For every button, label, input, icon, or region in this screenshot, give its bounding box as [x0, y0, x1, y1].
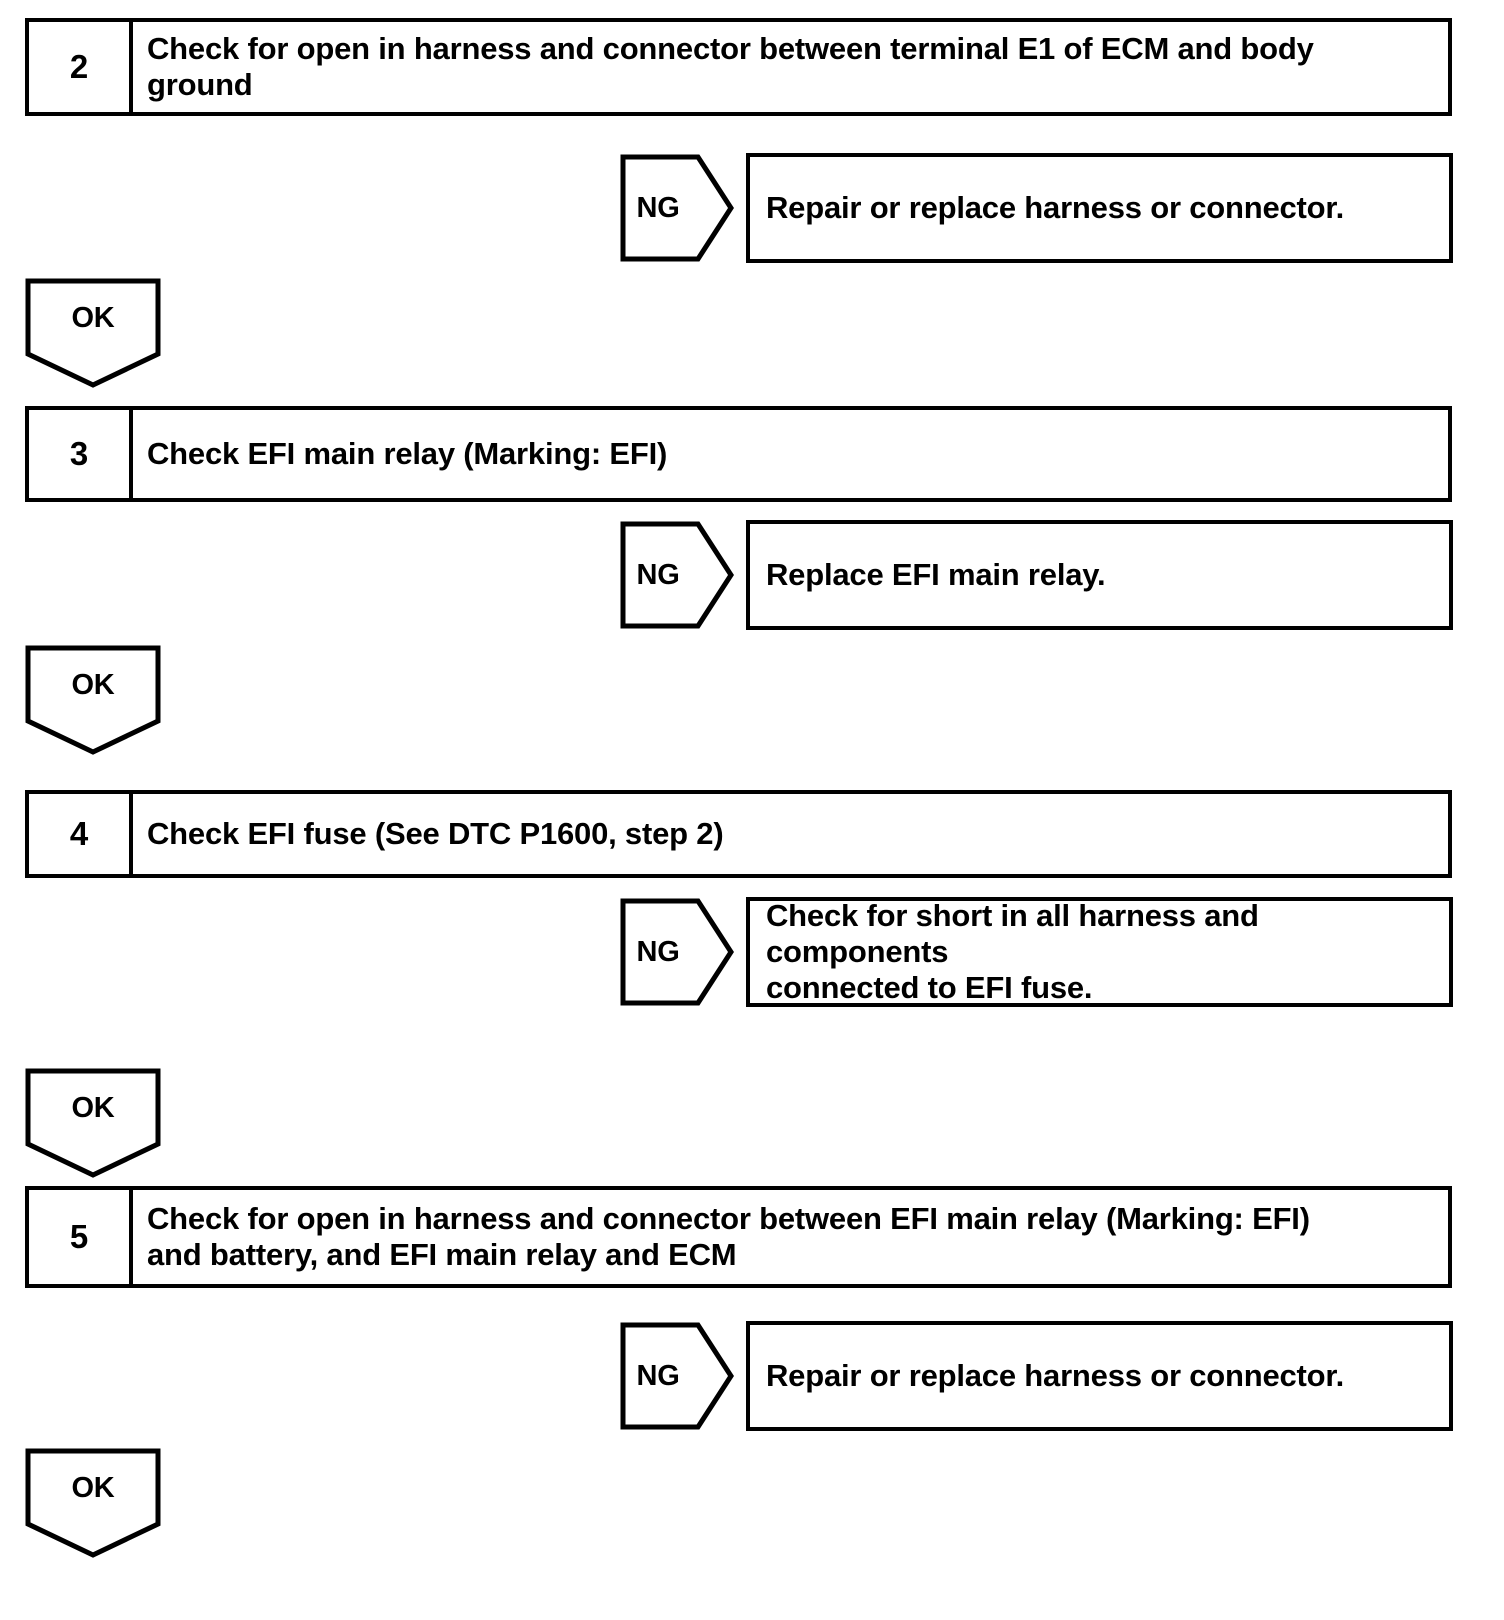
step-box-2[interactable]: 2 Check for open in harness and connecto… [25, 18, 1452, 116]
ng-result-box-5[interactable]: Repair or replace harness or connector. [746, 1321, 1453, 1431]
step-number-2: 2 [29, 22, 133, 112]
step-number-5: 5 [29, 1190, 133, 1284]
ok-chevron-2: OK [25, 278, 161, 388]
ng-result-box-2[interactable]: Repair or replace harness or connector. [746, 153, 1453, 263]
ng-result-box-3[interactable]: Replace EFI main relay. [746, 520, 1453, 630]
ng-result-text-4: Check for short in all harness and compo… [766, 898, 1259, 1005]
ng-label-2: NG [636, 191, 680, 224]
ng-label-3: NG [636, 558, 680, 591]
ng-chevron-4: NG [620, 898, 734, 1006]
step-description-2: Check for open in harness and connector … [147, 31, 1314, 102]
ng-chevron-2: NG [620, 154, 734, 262]
ng-label-4: NG [636, 935, 680, 968]
step-number-4: 4 [29, 794, 133, 874]
ok-chevron-5: OK [25, 1448, 161, 1558]
step-description-5: Check for open in harness and connector … [147, 1201, 1310, 1272]
ng-result-text-2: Repair or replace harness or connector. [766, 190, 1344, 226]
ok-chevron-3: OK [25, 645, 161, 755]
ng-label-5: NG [636, 1359, 680, 1392]
ng-result-text-3: Replace EFI main relay. [766, 557, 1106, 593]
ng-result-box-4[interactable]: Check for short in all harness and compo… [746, 897, 1453, 1007]
step-number-3: 3 [29, 410, 133, 498]
step-description-3: Check EFI main relay (Marking: EFI) [147, 436, 668, 472]
step-box-3[interactable]: 3 Check EFI main relay (Marking: EFI) [25, 406, 1452, 502]
ng-result-text-5: Repair or replace harness or connector. [766, 1358, 1344, 1394]
ng-chevron-3: NG [620, 521, 734, 629]
ok-label-4: OK [71, 1091, 115, 1124]
ng-chevron-5: NG [620, 1322, 734, 1430]
step-box-4[interactable]: 4 Check EFI fuse (See DTC P1600, step 2) [25, 790, 1452, 878]
ok-label-2: OK [71, 301, 115, 334]
step-description-4: Check EFI fuse (See DTC P1600, step 2) [147, 816, 724, 852]
ok-chevron-4: OK [25, 1068, 161, 1178]
ok-label-5: OK [71, 1471, 115, 1504]
ok-label-3: OK [71, 668, 115, 701]
step-box-5[interactable]: 5 Check for open in harness and connecto… [25, 1186, 1452, 1288]
